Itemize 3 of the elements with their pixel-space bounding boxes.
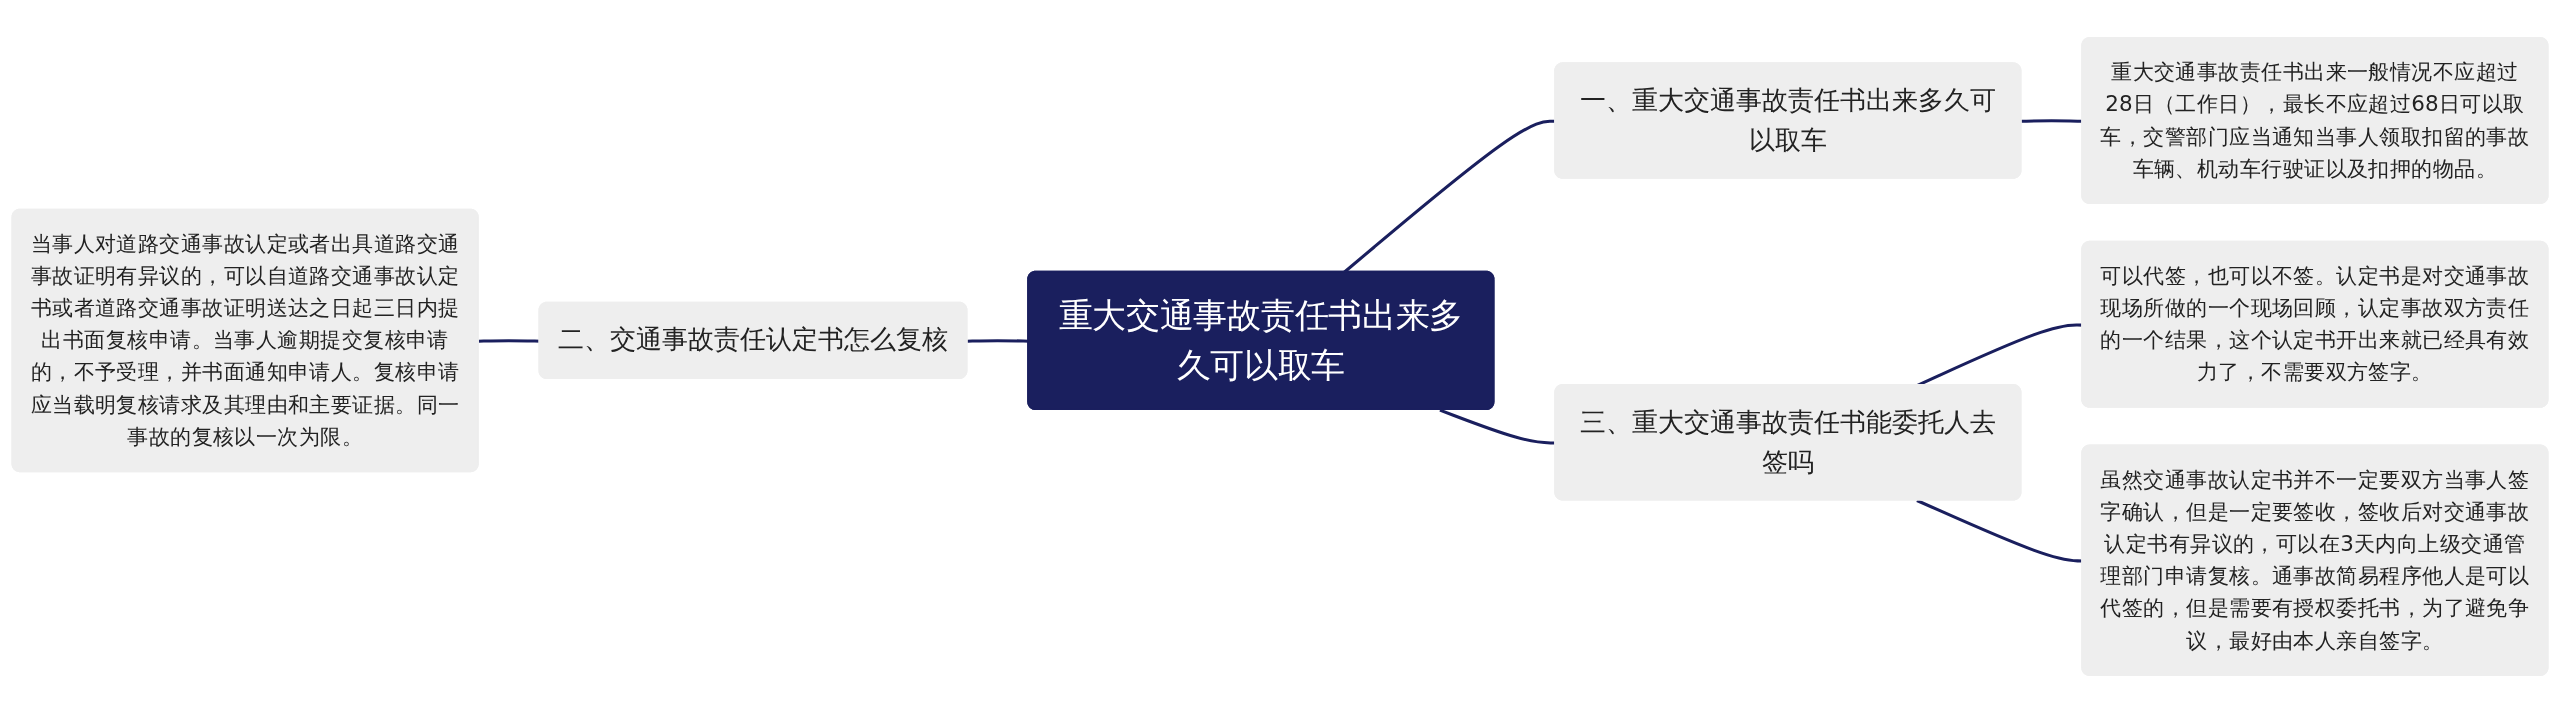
connector xyxy=(1439,408,1556,445)
connector xyxy=(2021,119,2083,123)
connector xyxy=(1916,499,2083,563)
